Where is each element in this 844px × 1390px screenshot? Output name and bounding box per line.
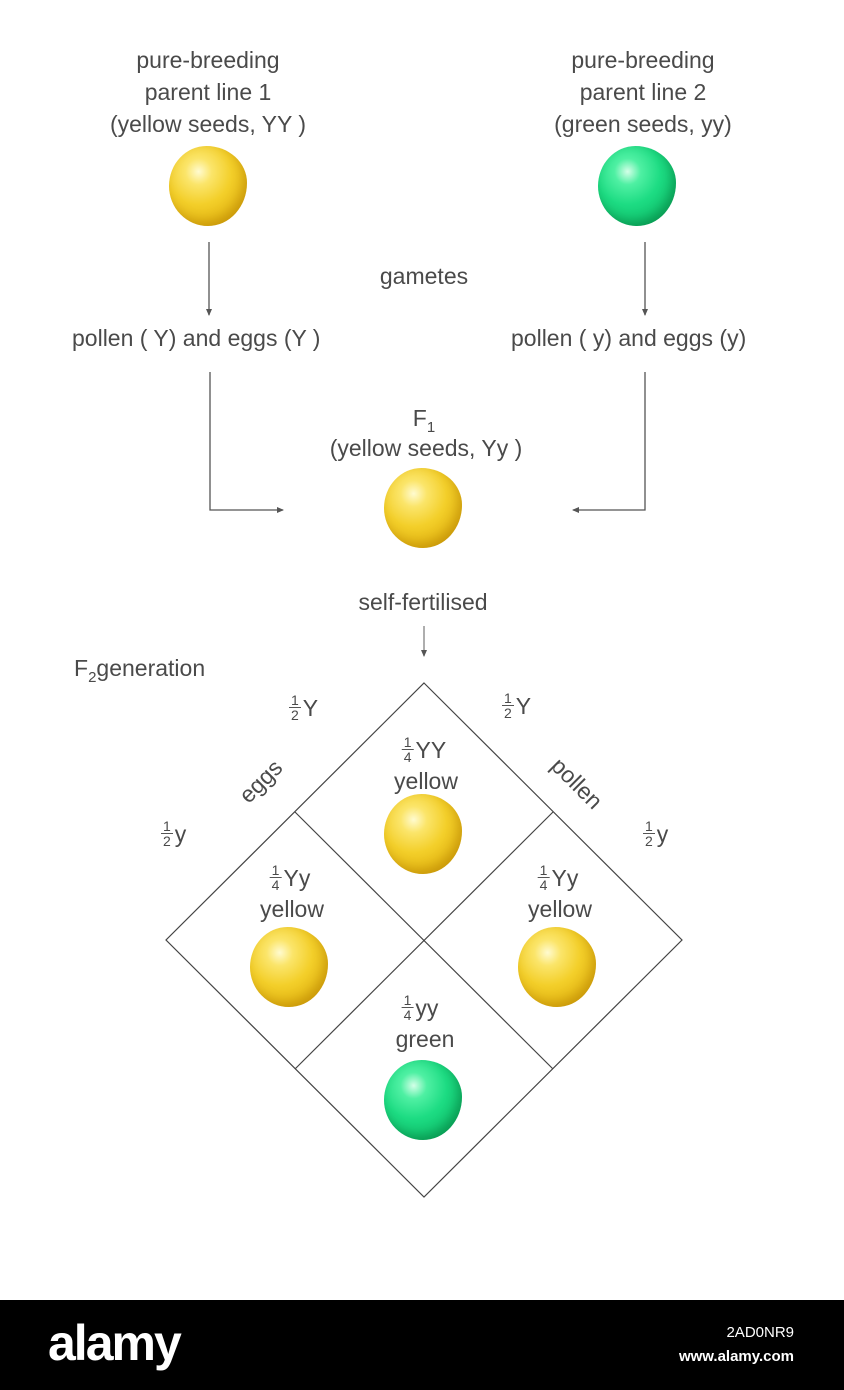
parent1-gametes: pollen ( Y) and eggs (Y ) — [72, 325, 321, 351]
parent2-title: pure-breeding — [571, 47, 715, 73]
cell-right-phenotype: yellow — [528, 896, 592, 922]
cell-right-yellow-seed — [518, 927, 596, 1007]
parent1-title: pure-breeding — [136, 47, 280, 73]
parent1-subtitle: parent line 1 — [144, 79, 272, 105]
right-elbow-arrow — [572, 372, 646, 513]
cell-left-phenotype: yellow — [260, 896, 324, 922]
parent1-phenotype: (yellow seeds, YY ) — [109, 111, 307, 137]
image-id: 2AD0NR9 — [726, 1324, 794, 1341]
parent1-yellow-seed — [169, 146, 247, 226]
cell-bottom-phenotype: green — [395, 1026, 455, 1052]
site-url: www.alamy.com — [678, 1348, 794, 1365]
left-elbow-arrow — [209, 372, 284, 513]
f2-label: F2generation — [74, 655, 206, 686]
f1-label: F1 — [412, 405, 436, 436]
cell-bottom-green-seed — [384, 1060, 462, 1140]
diagram-lines — [165, 242, 683, 1198]
punnett-diamond — [165, 682, 683, 1198]
gametes-label: gametes — [379, 263, 469, 289]
punnett-divider-2 — [294, 811, 554, 1070]
self-fertilised-label: self-fertilised — [358, 589, 488, 615]
cell-left-yellow-seed — [250, 927, 328, 1007]
parent2-gametes: pollen ( y) and eggs (y) — [511, 325, 747, 351]
footer-bar: alamy 2AD0NR9 www.alamy.com — [0, 1300, 844, 1390]
parent2-subtitle: parent line 2 — [579, 79, 707, 105]
brand-logo: alamy — [48, 1315, 182, 1371]
parent2-phenotype: (green seeds, yy) — [554, 111, 732, 137]
f1-yellow-seed — [384, 468, 462, 548]
f1-phenotype: (yellow seeds, Yy ) — [329, 435, 523, 461]
cell-top-phenotype: yellow — [394, 768, 458, 794]
cell-top-yellow-seed — [384, 794, 462, 874]
parent2-green-seed — [598, 146, 676, 226]
